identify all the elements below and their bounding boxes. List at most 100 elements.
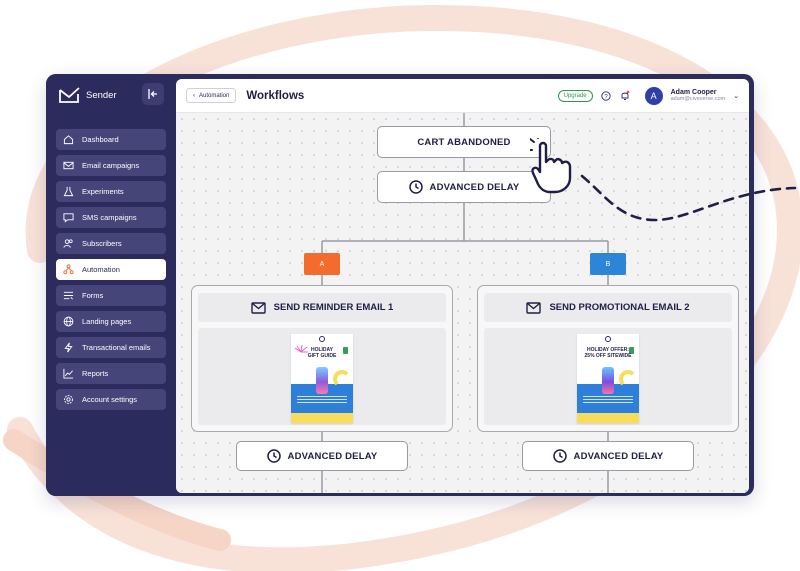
sidebar-item-landing-pages[interactable]: Landing pages — [56, 311, 166, 332]
upgrade-button[interactable]: Upgrade — [557, 89, 593, 102]
svg-text:?: ? — [604, 94, 608, 100]
preview-title: HOLIDAY GIFT GUIDE — [307, 347, 337, 359]
dashed-trail — [580, 174, 797, 222]
trigger-node-cart-abandoned[interactable]: CART ABANDONED — [377, 126, 551, 158]
email-thumbnail[interactable]: HOLIDAY GIFT GUIDE — [291, 334, 353, 423]
help-icon[interactable]: ? — [601, 90, 612, 101]
bell-icon[interactable] — [620, 90, 631, 101]
branch-b-delay-node[interactable]: ADVANCED DELAY — [522, 441, 694, 471]
sidebar-item-dashboard[interactable]: Dashboard — [56, 129, 166, 150]
globe-icon — [63, 316, 74, 327]
logo-icon — [605, 336, 611, 342]
preview-text-lines — [583, 396, 633, 404]
sidebar-item-subscribers[interactable]: Subscribers — [56, 233, 166, 254]
sidebar: Sender Dashboard Email campaigns Experim… — [46, 74, 174, 496]
collapse-sidebar-button[interactable] — [142, 83, 164, 105]
mail-icon — [63, 161, 74, 170]
avatar[interactable]: A — [644, 86, 663, 105]
sidebar-item-label: Automation — [82, 265, 120, 274]
sidebar-item-label: Email campaigns — [82, 161, 140, 170]
sun-shape-icon — [619, 370, 637, 388]
sidebar-item-email-campaigns[interactable]: Email campaigns — [56, 155, 166, 176]
preview-footer — [291, 413, 353, 423]
step-title: SEND REMINDER EMAIL 1 — [273, 302, 394, 313]
gear-icon — [64, 395, 73, 404]
sidebar-item-label: Landing pages — [82, 317, 132, 326]
sender-logo-icon — [59, 87, 80, 103]
sidebar-item-automation[interactable]: Automation — [56, 259, 166, 280]
sidebar-item-forms[interactable]: Forms — [56, 285, 166, 306]
clock-icon — [266, 449, 281, 463]
collapse-icon — [148, 89, 157, 99]
sidebar-item-label: Subscribers — [82, 239, 122, 248]
sun-shape-icon — [333, 370, 351, 388]
pointer-hand-icon — [530, 138, 572, 194]
sidebar-item-reports[interactable]: Reports — [56, 363, 166, 384]
bolt-icon — [64, 342, 73, 353]
logo-icon — [319, 336, 325, 342]
branch-b-email-step[interactable]: SEND PROMOTIONAL EMAIL 2 HOLIDAY OFFER: … — [477, 285, 739, 432]
sidebar-item-label: Experiments — [82, 187, 124, 196]
badge-icon — [629, 347, 634, 354]
workflow-connectors — [321, 113, 609, 493]
app-window: Sender Dashboard Email campaigns Experim… — [46, 74, 754, 496]
sidebar-item-transactional-emails[interactable]: Transactional emails — [56, 337, 166, 358]
step-header: SEND PROMOTIONAL EMAIL 2 — [484, 293, 732, 322]
bottle-icon — [602, 367, 614, 394]
branch-a-label[interactable]: A — [304, 253, 340, 275]
bottle-icon — [316, 367, 328, 394]
brand[interactable]: Sender — [58, 86, 117, 104]
user-email: adam@civeverse.com — [670, 96, 726, 102]
users-icon — [63, 239, 73, 248]
mail-icon — [250, 301, 266, 314]
top-bar-actions: Upgrade ? A Adam Cooper adam@civeverse.c… — [557, 86, 739, 105]
email-preview-area: HOLIDAY GIFT GUIDE — [198, 328, 446, 425]
delay-label: ADVANCED DELAY — [429, 181, 520, 193]
email-thumbnail[interactable]: HOLIDAY OFFER: 25% OFF SITEWIDE — [577, 334, 639, 423]
main-panel: ‹ Automation Workflows Upgrade ? A Adam … — [176, 79, 749, 493]
delay-label: ADVANCED DELAY — [573, 450, 664, 462]
automation-icon — [63, 264, 74, 275]
chat-icon — [63, 213, 74, 223]
mail-icon — [526, 301, 542, 314]
sidebar-nav: Dashboard Email campaigns Experiments SM… — [56, 129, 166, 415]
trigger-label: CART ABANDONED — [417, 136, 511, 148]
email-preview-area: HOLIDAY OFFER: 25% OFF SITEWIDE — [484, 328, 732, 425]
sidebar-item-sms-campaigns[interactable]: SMS campaigns — [56, 207, 166, 228]
sidebar-item-account-settings[interactable]: Account settings — [56, 389, 166, 410]
back-label: Automation — [199, 92, 230, 99]
step-header: SEND REMINDER EMAIL 1 — [198, 293, 446, 322]
palm-icon — [294, 345, 308, 353]
sidebar-item-experiments[interactable]: Experiments — [56, 181, 166, 202]
workflow-canvas[interactable]: CART ABANDONED ADVANCED DELAY A B SEND R… — [176, 113, 749, 493]
advanced-delay-node[interactable]: ADVANCED DELAY — [377, 171, 551, 203]
chart-icon — [63, 368, 74, 379]
page-title: Workflows — [246, 89, 305, 102]
brand-name: Sender — [86, 89, 117, 101]
clock-icon — [408, 180, 423, 194]
sidebar-item-label: Forms — [82, 291, 104, 300]
chevron-down-icon[interactable]: ⌄ — [733, 92, 739, 100]
delay-label: ADVANCED DELAY — [287, 450, 378, 462]
form-icon — [63, 291, 74, 300]
sidebar-item-label: Reports — [82, 369, 109, 378]
step-title: SEND PROMOTIONAL EMAIL 2 — [549, 302, 690, 313]
back-to-automation-button[interactable]: ‹ Automation — [186, 88, 237, 103]
sidebar-item-label: Transactional emails — [82, 343, 151, 352]
user-name: Adam Cooper — [670, 89, 717, 96]
preview-footer — [577, 413, 639, 423]
branch-a-email-step[interactable]: SEND REMINDER EMAIL 1 HOLIDAY GIFT GUIDE — [191, 285, 453, 432]
sidebar-item-label: SMS campaigns — [82, 213, 137, 222]
preview-text-lines — [297, 396, 347, 404]
preview-title: HOLIDAY OFFER: 25% OFF SITEWIDE — [584, 347, 632, 359]
clock-icon — [552, 449, 567, 463]
badge-icon — [343, 347, 348, 354]
chevron-left-icon: ‹ — [193, 92, 195, 99]
branch-a-delay-node[interactable]: ADVANCED DELAY — [236, 441, 408, 471]
flask-icon — [63, 186, 74, 197]
branch-b-label[interactable]: B — [590, 253, 626, 275]
home-icon — [63, 135, 74, 145]
top-bar: ‹ Automation Workflows Upgrade ? A Adam … — [176, 79, 749, 113]
sidebar-item-label: Account settings — [82, 395, 138, 404]
user-info[interactable]: Adam Cooper adam@civeverse.com — [671, 89, 726, 102]
